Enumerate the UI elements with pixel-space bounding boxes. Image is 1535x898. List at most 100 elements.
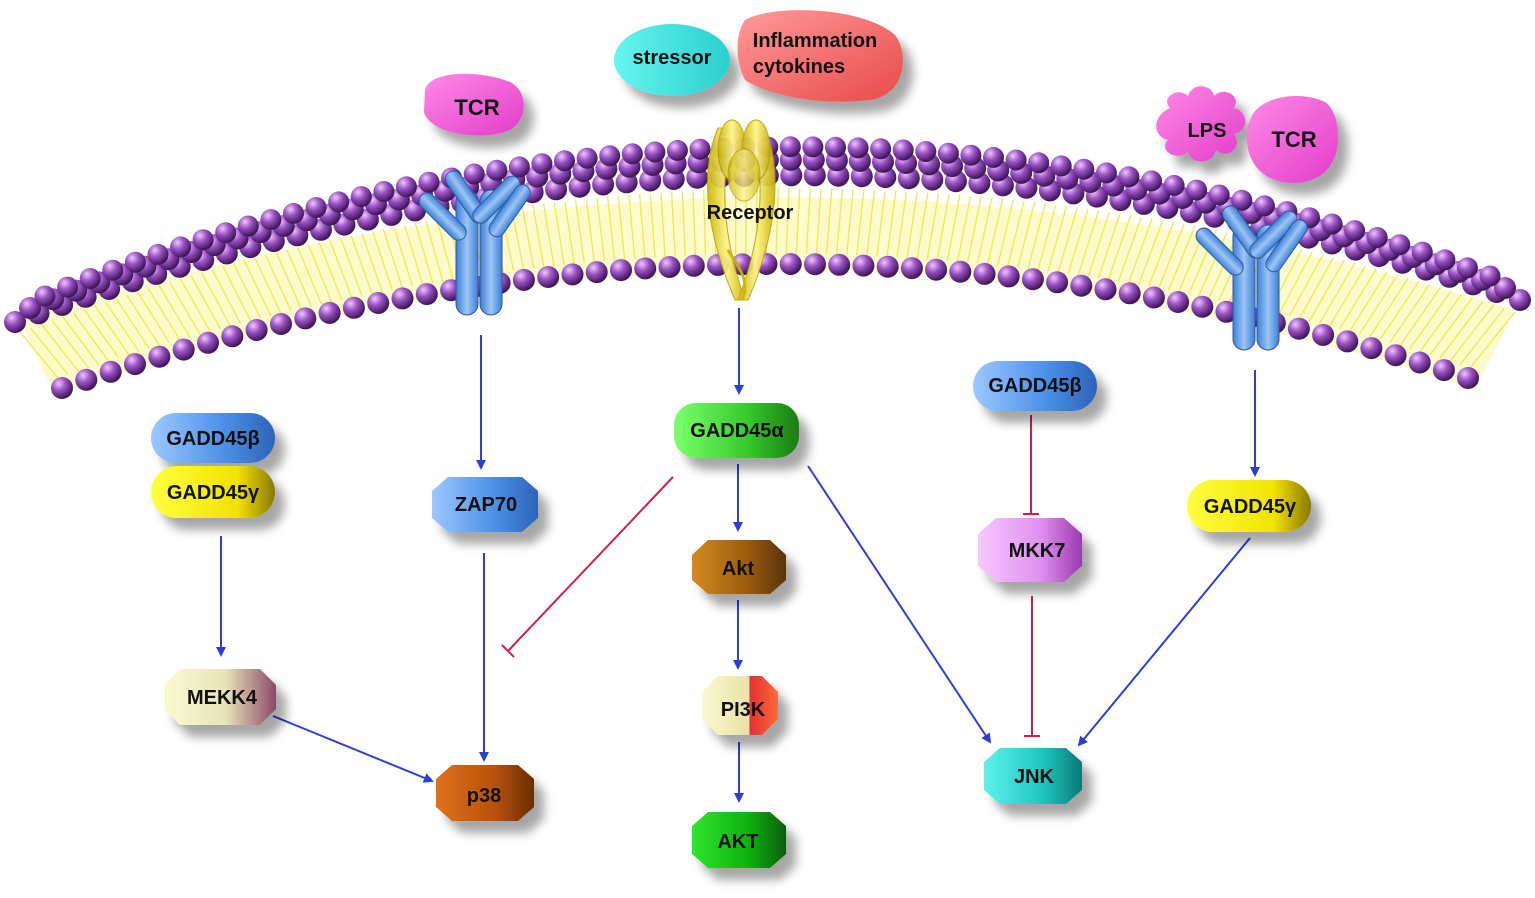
lipid-tail [1097, 213, 1121, 279]
arrow-mekk4-to-p38 [272, 715, 434, 783]
lipid-tail [1117, 216, 1143, 282]
cytokine-receptor [707, 119, 776, 301]
node-gadd45a [674, 403, 799, 458]
lipid-tail [703, 190, 707, 256]
node-jnk [984, 748, 1082, 804]
lipid-head [949, 260, 972, 283]
lipid-tail [681, 191, 686, 257]
lipid-head [367, 292, 390, 314]
lipid-head [1186, 179, 1208, 201]
lipid-head [512, 268, 535, 291]
lipid-tail [1077, 210, 1100, 276]
lipid-tail [876, 190, 886, 257]
lipid-tail [1409, 290, 1452, 350]
lipid-head [1142, 286, 1165, 309]
lipid-tail [62, 316, 100, 365]
lipid-tail [966, 196, 982, 263]
lipid-head [260, 209, 282, 231]
lps-label: LPS [1188, 120, 1227, 142]
lipid-tail [1158, 224, 1185, 289]
lipid-head [463, 163, 485, 185]
lipid-head [391, 287, 414, 310]
lipid-tail [1148, 222, 1175, 287]
lipid-head [294, 307, 317, 330]
lipid-tail [835, 188, 844, 255]
lipid-tail [1359, 274, 1399, 335]
lipid-head [215, 222, 237, 244]
lipid-tail [825, 188, 833, 255]
lipid-head [983, 146, 1004, 168]
lipid-head [1509, 289, 1531, 311]
lipid-tail [1047, 205, 1068, 272]
lipid-head [1344, 220, 1366, 242]
lipid-head [658, 256, 681, 278]
lipid-head [102, 259, 124, 281]
lipid-tail [638, 194, 646, 259]
lipid-tail [1057, 207, 1079, 273]
lipid-tail [1087, 211, 1111, 277]
lipid-head [666, 139, 688, 161]
lipid-head [1389, 234, 1411, 256]
node-akt-upper [692, 540, 786, 594]
lipid-head [418, 171, 440, 193]
lipid-head [1411, 241, 1433, 263]
lipid-head [1167, 291, 1190, 313]
lipid-head [486, 159, 508, 181]
lipid-tail [1127, 218, 1153, 284]
arrow-gadd45a-to-jnk [807, 465, 992, 744]
lipid-tail [936, 193, 950, 260]
lipid-tail [425, 220, 444, 282]
lipid-tail [169, 281, 201, 335]
lipid-tail [1369, 277, 1409, 338]
lipid-head [1118, 282, 1141, 305]
lipid-tail [946, 194, 961, 261]
lipid-head [599, 145, 621, 167]
lipid-head [1094, 278, 1117, 301]
receptor-label: Receptor [707, 202, 794, 224]
lipid-head [689, 138, 711, 160]
lipid-tail [906, 191, 918, 258]
node-jnk-label: JNK [1014, 766, 1055, 788]
lipid-head [825, 136, 846, 158]
lipid-tail [815, 188, 822, 255]
lipid-head [1231, 189, 1253, 211]
lipid-head [124, 353, 146, 376]
node-gadd45a-label: GADD45α [690, 420, 784, 442]
lipid-tail [1278, 251, 1313, 314]
lipid-tail [896, 191, 908, 258]
lipid-tail [564, 200, 575, 265]
lipid-head [75, 368, 98, 391]
lipid-tail [222, 266, 252, 322]
lipid-head [172, 338, 195, 361]
lipid-tail [1107, 214, 1132, 280]
lipid-tail [1308, 259, 1345, 322]
lipid-tail [1037, 204, 1057, 270]
lipid-tail [265, 255, 292, 312]
lipid-head [876, 255, 899, 278]
lipid-tail [1439, 300, 1484, 359]
lipid-head [34, 285, 56, 307]
node-p38 [436, 765, 534, 821]
lipid-head [237, 215, 259, 237]
lipid-head [644, 141, 666, 163]
lipid-tail [350, 235, 373, 294]
stressor-label: stressor [633, 47, 712, 69]
inflammation-label-line2: cytokines [753, 56, 845, 78]
lipid-tail [329, 239, 353, 299]
lipid-head [621, 143, 643, 165]
lipid-head [1050, 155, 1072, 177]
lipid-tail [1027, 203, 1047, 269]
lipid-tail [997, 199, 1014, 266]
lipid-head [350, 186, 372, 208]
lipid-head [1141, 170, 1162, 192]
tcr-receptor-left [418, 170, 531, 316]
lipid-tail [201, 272, 231, 327]
lipid-tail [1298, 257, 1335, 319]
lipid-head [1494, 277, 1516, 299]
lipid-tail [1349, 271, 1388, 332]
lipid-tail [649, 193, 656, 258]
lipid-head [960, 144, 982, 166]
lipid-head [197, 331, 219, 354]
lipid-head [1208, 184, 1230, 206]
lipid-head [925, 258, 948, 281]
